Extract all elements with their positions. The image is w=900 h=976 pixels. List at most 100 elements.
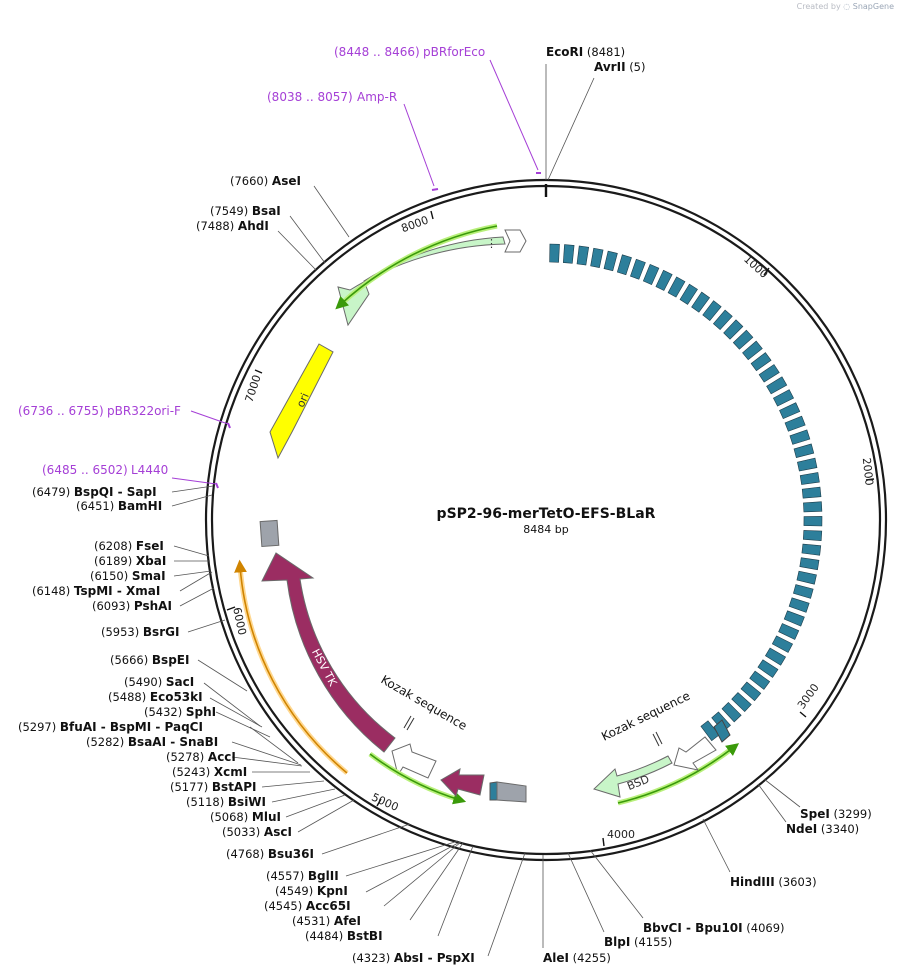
- white-feature-right: [673, 736, 717, 771]
- kozak-label-left: Kozak sequence: [379, 672, 470, 733]
- tick-5000: [376, 798, 382, 807]
- site-leader-line: [209, 697, 263, 728]
- site-label-ndei: NdeI (3340): [786, 822, 859, 836]
- site-leader-line: [763, 778, 801, 808]
- snapgene-credit: Created by ◌ SnapGene: [797, 2, 894, 11]
- teto-repeat-box: [793, 443, 815, 458]
- primer-leader-pbr322ori: [190, 410, 229, 425]
- site-leader-line: [702, 818, 731, 873]
- site-leader-line: [567, 852, 605, 933]
- plasmid-length: 8484 bp: [523, 523, 568, 536]
- teto-repeat-box: [802, 530, 823, 542]
- ampr-feature-tail: [504, 229, 527, 253]
- teto-repeat-box: [642, 264, 660, 285]
- site-label-mlui: (5068) MluI: [210, 810, 281, 824]
- tick-8000: [430, 210, 434, 220]
- primer-label-pbrforeco: (8448 .. 8466) pBRforEco: [334, 45, 485, 59]
- primer-name: pBRforEco: [423, 45, 485, 59]
- ampr-dots: ⋮: [486, 237, 497, 250]
- kozak-mark-right-a: [652, 733, 660, 747]
- primer-mark-l4440: [215, 482, 219, 489]
- site-label-ahdi: (7488) AhdI: [196, 219, 269, 233]
- primer-range: (8448 .. 8466): [334, 45, 420, 59]
- site-leader-line: [589, 849, 644, 919]
- teto-repeat-box: [764, 647, 787, 666]
- site-label-bfuai: (5297) BfuAI - BspMI - PaqCI: [18, 720, 203, 734]
- tick-4000: [602, 837, 605, 847]
- site-label-bsai: (7549) BsaI: [210, 204, 281, 218]
- site-label-asci: (5033) AscI: [222, 825, 292, 839]
- teal-small-feature: [489, 781, 498, 801]
- site-label-bsrgi: (5953) BsrGI: [101, 625, 179, 639]
- site-label-bglii: (4557) BglII: [266, 869, 339, 883]
- teto-repeat-box: [758, 364, 780, 383]
- snapgene-logo-icon: ◌: [843, 2, 851, 11]
- site-leaders: [171, 64, 801, 957]
- site-leader-line: [297, 799, 355, 833]
- site-label-xbai: (6189) XbaI: [94, 554, 166, 568]
- site-leader-line: [487, 852, 526, 957]
- site-label-xcmi: (5243) XcmI: [172, 765, 247, 779]
- teto-repeat-box: [779, 402, 801, 419]
- orange-orf-line: [234, 559, 348, 774]
- primer-leader-l4440: [171, 477, 217, 485]
- teto-repeat-box: [772, 389, 795, 407]
- lower-orf-line: [369, 753, 467, 805]
- tick-7000: [254, 369, 263, 374]
- teto-repeat-box: [757, 659, 779, 678]
- site-leader-line: [285, 794, 346, 818]
- tick-6000: [226, 606, 236, 611]
- teto-repeat-box: [732, 329, 754, 350]
- teto-repeat-box: [702, 300, 722, 322]
- gray-feature-lower: [496, 781, 527, 803]
- primer-label-ampr: (8038 .. 8057) Amp-R: [267, 90, 397, 104]
- teto-repeat-box: [749, 670, 771, 690]
- bsd-orf-line: [617, 743, 740, 804]
- site-label-bamhi: (6451) BamHI: [76, 499, 162, 513]
- site-leader-line: [179, 571, 213, 592]
- primer-mark-ampr: [431, 188, 439, 191]
- site-leader-line: [215, 711, 271, 738]
- teto-repeat-box: [723, 319, 744, 340]
- teto-repeat-box: [784, 415, 806, 432]
- teto-repeat-box: [771, 635, 794, 653]
- teto-repeat-box: [803, 516, 823, 527]
- teto-repeat-box: [801, 486, 822, 499]
- primer-name: Amp-R: [357, 90, 397, 104]
- site-label-bsiwi: (5118) BsiWI: [186, 795, 266, 809]
- teto-repeat-box: [712, 309, 733, 331]
- site-leader-line: [547, 77, 595, 181]
- site-label-avrii: AvrII (5): [594, 60, 645, 74]
- site-leader-line: [289, 215, 326, 264]
- primer-range: (8038 .. 8057): [267, 90, 353, 104]
- site-label-asei: (7660) AseI: [230, 174, 301, 188]
- site-leader-line: [345, 840, 459, 877]
- teto-repeat-box: [799, 472, 820, 485]
- teto-repeat-box: [797, 457, 818, 472]
- site-label-bsaai: (5282) BsaAI - SnaBI: [86, 735, 218, 749]
- site-leader-line: [261, 780, 325, 788]
- teto-repeat-box: [740, 681, 762, 702]
- site-leader-line: [197, 659, 248, 692]
- primer-leader-ampr: [403, 103, 435, 187]
- site-leader-line: [409, 842, 464, 921]
- site-label-alei: AleI (4255): [543, 951, 611, 965]
- teal-arrow-right: [713, 719, 731, 743]
- teto-repeat-box: [603, 250, 618, 272]
- ori-label: ori: [294, 391, 312, 409]
- teto-repeat-box: [801, 543, 822, 556]
- primer-label-pbr322ori: (6736 .. 6755) pBR322ori-F: [18, 404, 181, 418]
- teto-repeat-box: [799, 557, 820, 571]
- teto-repeat-box: [630, 258, 646, 280]
- site-label-saci: (5490) SacI: [124, 675, 194, 689]
- site-leader-line: [365, 841, 461, 893]
- teto-repeat-box: [793, 584, 814, 599]
- hsv-tk-feature: [261, 552, 396, 753]
- site-leader-line: [171, 485, 214, 493]
- site-label-blpi: BlpI (4155): [604, 935, 672, 949]
- primer-label-l4440: (6485 .. 6502) L4440: [42, 463, 168, 477]
- tick-label-4000: 4000: [607, 828, 635, 841]
- site-leader-line: [231, 756, 303, 767]
- tick-label-6000: 6000: [230, 606, 249, 636]
